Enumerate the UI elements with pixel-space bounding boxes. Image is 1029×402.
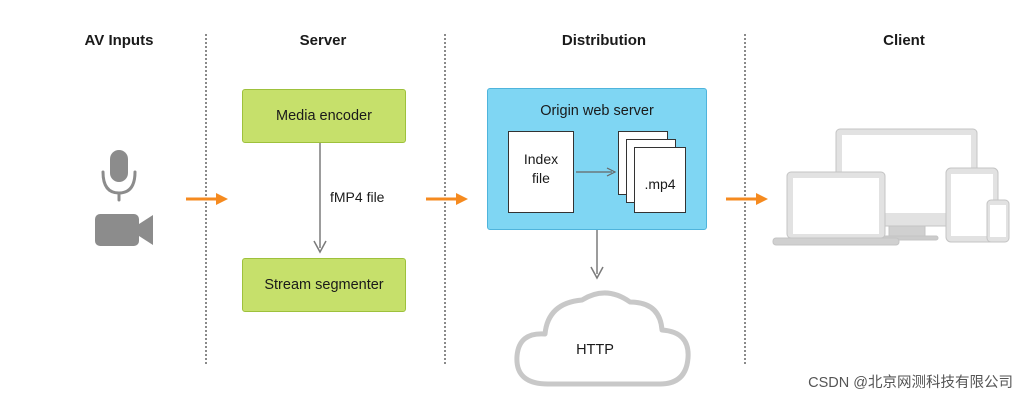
index-file-label-line1: Index: [523, 151, 559, 167]
http-label: HTTP: [576, 342, 614, 358]
microphone-icon: [101, 150, 137, 202]
column-title-server: Server: [299, 32, 347, 49]
media-encoder-label: Media encoder: [276, 108, 372, 124]
index-file-label-line2: file: [532, 170, 550, 186]
arrow-encoder-to-segmenter: [313, 142, 327, 254]
arrow-server-to-distribution: [426, 193, 468, 205]
origin-web-server-box: Origin web server Index file .mp4: [487, 88, 707, 230]
segment-doc-front-icon: .mp4: [634, 147, 686, 213]
fmp4-file-label: fMP4 file: [330, 189, 385, 205]
video-camera-icon: [95, 214, 153, 246]
stream-segmenter-box: Stream segmenter: [242, 258, 406, 312]
arrow-inputs-to-server: [186, 193, 228, 205]
index-file-doc-icon: Index file: [508, 131, 574, 213]
arrow-index-to-segments: [576, 167, 617, 177]
column-title-av-inputs: AV Inputs: [84, 32, 154, 49]
client-devices-icon: [772, 128, 1010, 246]
http-cloud-icon: [514, 290, 691, 387]
column-title-distribution: Distribution: [561, 32, 647, 49]
origin-web-server-title: Origin web server: [540, 103, 654, 119]
column-title-client: Client: [883, 32, 925, 49]
arrow-distribution-to-client: [726, 193, 768, 205]
watermark-text: CSDN @北京网测科技有限公司: [808, 375, 1013, 391]
arrow-origin-to-cloud: [590, 229, 604, 280]
segment-label: .mp4: [644, 176, 676, 192]
stream-segmenter-label: Stream segmenter: [264, 277, 384, 293]
media-encoder-box: Media encoder: [242, 89, 406, 143]
